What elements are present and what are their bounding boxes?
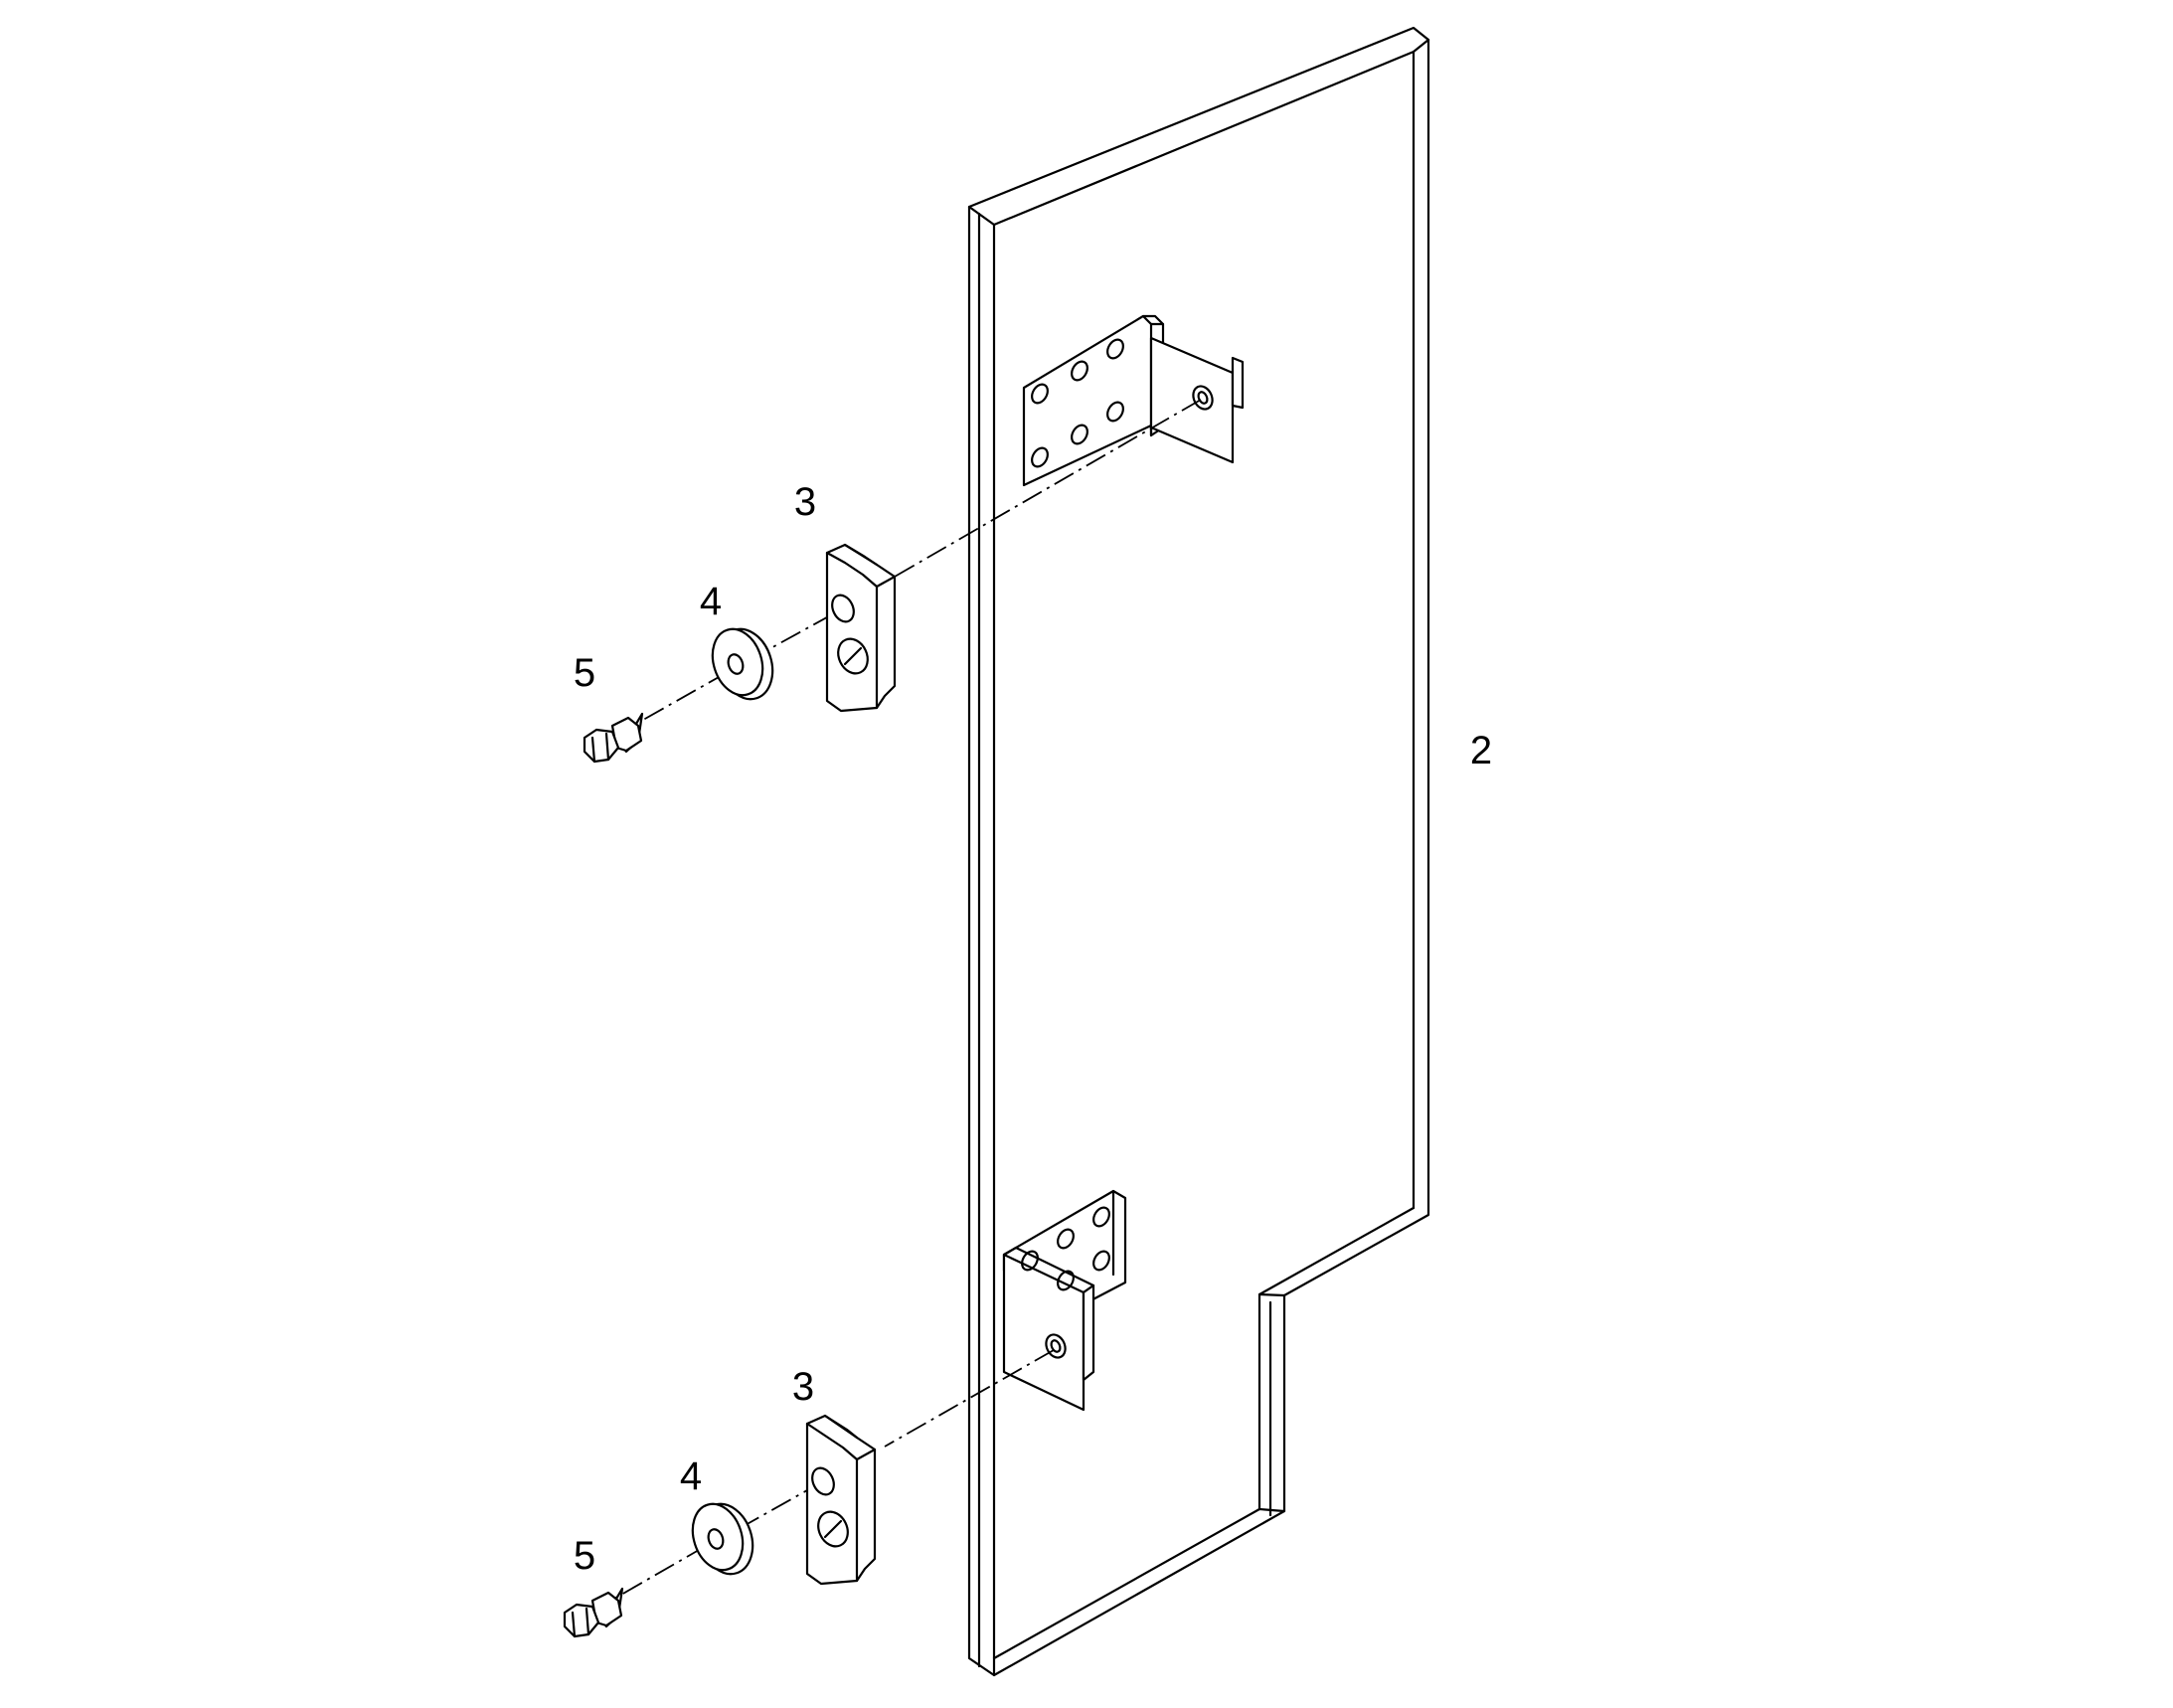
callout-top-bracket: 3 xyxy=(794,480,816,524)
bottom-washer-part xyxy=(691,1502,754,1576)
panel-part xyxy=(967,26,1430,1677)
top-mounting-angle xyxy=(1022,314,1245,487)
bottom-mounting-angle xyxy=(1002,1189,1127,1412)
callout-top-washer: 4 xyxy=(700,580,722,623)
top-washer-part xyxy=(711,627,774,701)
bottom-bolt-part xyxy=(563,1587,624,1638)
callout-top-bolt: 5 xyxy=(574,651,595,695)
top-bolt-part xyxy=(583,712,644,764)
callout-panel: 2 xyxy=(1470,729,1492,772)
top-bracket-part xyxy=(825,543,897,713)
callout-bottom-washer: 4 xyxy=(680,1454,702,1498)
callout-bottom-bolt: 5 xyxy=(574,1534,595,1578)
callout-bottom-bracket: 3 xyxy=(792,1365,814,1409)
bottom-bracket-part xyxy=(805,1414,877,1586)
